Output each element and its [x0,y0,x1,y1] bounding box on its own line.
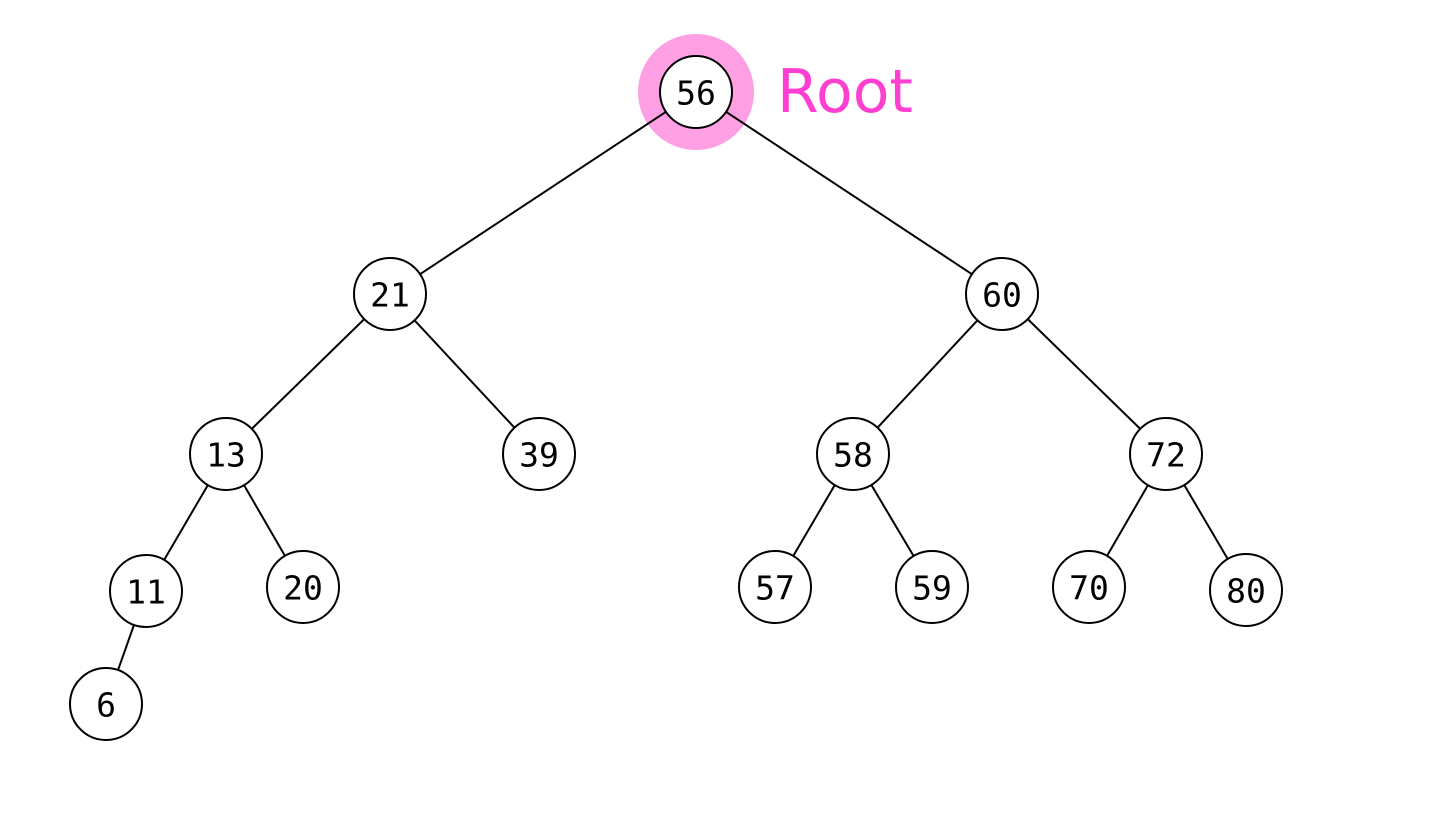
node-value: 20 [283,569,323,608]
tree-node-70: 70 [1052,550,1126,624]
edge-72-80 [1183,484,1229,560]
tree-node-20: 20 [266,550,340,624]
edge-58-57 [792,484,836,557]
node-value: 72 [1146,436,1186,475]
tree-edges [117,110,1229,671]
node-circle [1052,550,1126,624]
node-circle [738,550,812,624]
root-label: Root [777,57,913,127]
tree-node-57: 57 [738,550,812,624]
edge-13-20 [243,484,286,557]
node-circle [816,417,890,491]
node-circle [1209,553,1283,627]
tree-nodes: 56 21 60 13 39 58 72 11 20 57 59 70 80 6 [69,55,1283,741]
node-circle [965,257,1039,331]
edge-13-11 [163,484,209,561]
node-circle [895,550,969,624]
tree-node-80: 80 [1209,553,1283,627]
edge-60-72 [1027,318,1141,430]
edge-58-59 [870,484,915,557]
node-circle [109,554,183,628]
node-value: 39 [519,436,559,475]
tree-node-13: 13 [189,417,263,491]
tree-node-60: 60 [965,257,1039,331]
node-value: 70 [1069,569,1109,608]
edge-56-21 [419,110,667,276]
edge-72-70 [1106,484,1149,557]
tree-node-39: 39 [502,417,576,491]
tree-node-72: 72 [1129,417,1203,491]
node-circle [353,257,427,331]
tree-node-56: 56 [659,55,733,129]
node-value: 13 [206,436,246,475]
node-circle [69,667,143,741]
edge-21-39 [413,319,516,429]
node-circle [189,417,263,491]
node-value: 11 [126,573,166,612]
tree-node-6: 6 [69,667,143,741]
tree-node-59: 59 [895,550,969,624]
node-value: 6 [96,686,116,725]
tree-node-11: 11 [109,554,183,628]
tree-node-58: 58 [816,417,890,491]
node-circle [266,550,340,624]
node-value: 58 [833,436,873,475]
node-value: 57 [755,569,795,608]
edge-56-60 [725,110,973,276]
node-value: 60 [982,276,1022,315]
edge-11-6 [117,624,135,671]
node-value: 56 [676,74,716,113]
node-circle [502,417,576,491]
edge-60-58 [876,319,979,429]
node-value: 80 [1226,572,1266,611]
node-circle [1129,417,1203,491]
node-value: 21 [370,276,410,315]
node-circle [659,55,733,129]
tree-node-21: 21 [353,257,427,331]
edge-21-13 [251,318,365,430]
node-value: 59 [912,569,952,608]
